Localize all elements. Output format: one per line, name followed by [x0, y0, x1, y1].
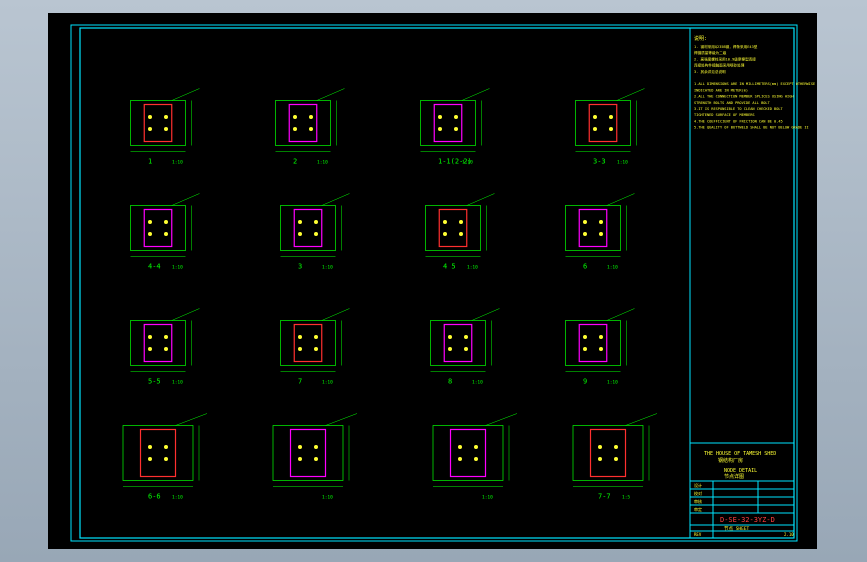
- detail-drawing[interactable]: 8 1:10: [430, 308, 500, 386]
- detail-number: 6: [583, 263, 587, 271]
- detail-scale: 1:5: [622, 495, 630, 501]
- detail-drawing[interactable]: 7-7 1:5: [572, 413, 658, 501]
- detail-scale: 1:10: [607, 265, 618, 271]
- note-line: 3.IT IS RESPONSIBLE TO CLEAN CHECKED BOL…: [694, 107, 784, 111]
- detail-scale: 1:10: [617, 160, 628, 166]
- detail-number: 1-1(2-2): [438, 158, 472, 166]
- detail-number: 3-3: [593, 158, 606, 166]
- detail-scale: 1:10: [172, 265, 183, 271]
- note-line: TIGHTENED SURFACE OF MEMBERS: [694, 113, 755, 117]
- detail-number: 8: [448, 378, 452, 386]
- note-line: 1.ALL DIMENSIONS ARE IN MILLIMETERS(mm) …: [694, 82, 815, 86]
- title-row-label: 审定: [694, 506, 702, 512]
- title-block: THE HOUSE OF TAMESH SHED 钢结构厂房 NODE DETA…: [690, 442, 794, 538]
- note-line: 连接处构件接触面采用喷砂处理: [694, 63, 745, 68]
- detail-number: 6-6: [148, 493, 161, 501]
- detail-scale: 1:10: [322, 495, 333, 501]
- note-line: 3. 其余详见总说明: [694, 69, 726, 74]
- note-line: 2. 高强度螺栓采用10.9级摩擦型连接: [694, 56, 756, 61]
- drawing-date: 2.10: [784, 532, 794, 537]
- detail-drawing[interactable]: 1:10: [432, 413, 518, 501]
- detail-scale: 1:10: [172, 495, 183, 501]
- detail-number: 7-7: [598, 493, 611, 501]
- detail-number: 4 5: [443, 263, 456, 271]
- revision-label: REV: [694, 532, 702, 537]
- sheet-name-en: NODE DETAIL: [724, 468, 757, 474]
- title-row-label: 审核: [694, 498, 702, 504]
- detail-scale: 1:10: [172, 380, 183, 386]
- detail-scale: 1:10: [472, 380, 483, 386]
- detail-drawing[interactable]: 3 1:10: [280, 193, 350, 271]
- detail-scale: 1:10: [462, 160, 473, 166]
- title-row-label: 校对: [694, 490, 702, 496]
- detail-drawing[interactable]: 6 1:10: [565, 193, 635, 271]
- detail-drawing[interactable]: 1 1:10: [130, 88, 200, 166]
- detail-scale: 1:10: [172, 160, 183, 166]
- detail-scale: 1:10: [482, 495, 493, 501]
- note-line: 焊缝质量等级为二级: [694, 50, 727, 55]
- detail-drawing[interactable]: 2 1:10: [275, 88, 345, 166]
- detail-number: 4-4: [148, 263, 161, 271]
- detail-number: 9: [583, 378, 587, 386]
- project-name-en: THE HOUSE OF TAMESH SHED: [704, 451, 776, 457]
- sheet-title: 节点 SHEET: [724, 526, 750, 532]
- detail-scale: 1:10: [607, 380, 618, 386]
- detail-scale: 1:10: [317, 160, 328, 166]
- detail-drawing[interactable]: 7 1:10: [280, 308, 350, 386]
- detail-scale: 1:10: [322, 380, 333, 386]
- detail-scale: 1:10: [322, 265, 333, 271]
- detail-drawing[interactable]: 1-1(2-2)1:10: [420, 88, 490, 166]
- detail-drawing[interactable]: 4-4 1:10: [130, 193, 200, 271]
- detail-drawing[interactable]: 4 5 1:10: [425, 193, 495, 271]
- note-line: 1. 钢材采用Q235B钢，焊条采用E43型: [694, 44, 758, 49]
- detail-drawing[interactable]: 6-6 1:10: [122, 413, 208, 501]
- detail-drawing[interactable]: 9 1:10: [565, 308, 635, 386]
- detail-scale: 1:10: [467, 265, 478, 271]
- note-line: 2.ALL THE CONNECTION MEMBER SPLICES USIN…: [694, 95, 794, 99]
- detail-number: 1: [148, 158, 152, 166]
- drawing-number: D-SE-32-3YZ-D: [720, 516, 775, 524]
- note-line: INDICATED ARE IN METER(m): [694, 88, 748, 92]
- detail-drawing[interactable]: 3-3 1:10: [575, 88, 645, 166]
- title-row-label: 设计: [694, 482, 702, 488]
- detail-number: 5-5: [148, 378, 161, 386]
- outer-frame: [70, 24, 798, 542]
- sheet-name-cn: 节点详图: [724, 473, 744, 480]
- detail-drawing[interactable]: 5-5 1:10: [130, 308, 200, 386]
- detail-number: 3: [298, 263, 302, 271]
- notes-heading: 说明:: [694, 35, 707, 42]
- inner-frame: [79, 27, 795, 539]
- note-line: STRENGTH BOLTS AND PROVIDE ALL BOLT: [694, 101, 771, 105]
- detail-number: 7: [298, 378, 302, 386]
- note-line: 4.THE COEFFICIENT OF FRICTION CAN BE 0.4…: [694, 119, 783, 123]
- detail-drawing[interactable]: 1:10: [272, 413, 358, 501]
- project-name-cn: 钢结构厂房: [718, 457, 743, 464]
- detail-number: 2: [293, 158, 297, 166]
- note-line: 5.THE QUALITY OF BUTTWELD SHALL BE NOT B…: [694, 126, 809, 130]
